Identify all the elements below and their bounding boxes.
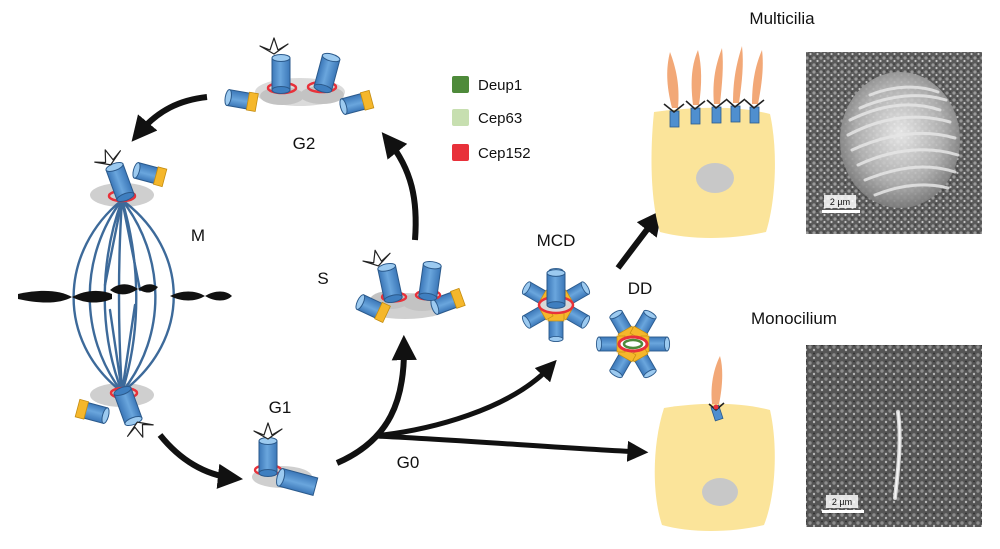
dd-flower <box>595 307 671 381</box>
legend-label-cep63: Cep63 <box>478 110 522 127</box>
monocilium-micrograph: 2 µm <box>806 345 982 527</box>
s-phase-centrosomes <box>353 246 466 323</box>
legend: Deup1 Cep63 Cep152 <box>452 76 531 162</box>
label-mcd: MCD <box>537 231 576 250</box>
monociliated-cell <box>654 356 775 531</box>
multicilia-scale-label: 2 µm <box>830 197 850 207</box>
label-g1: G1 <box>269 398 292 417</box>
label-s: S <box>317 269 328 288</box>
arrow-m-to-g1 <box>157 433 244 489</box>
legend-swatch-deup1 <box>452 76 469 93</box>
legend-swatch-cep63 <box>452 109 469 126</box>
label-multicilia: Multicilia <box>749 9 815 28</box>
label-dd: DD <box>628 279 653 298</box>
label-g2: G2 <box>293 134 316 153</box>
g2-centrosomes <box>223 37 375 117</box>
arrow-g1-to-s <box>335 334 417 466</box>
multiciliated-cell <box>651 46 775 239</box>
legend-swatch-cep152 <box>452 144 469 161</box>
multicilia-micrograph: 2 µm <box>806 52 982 234</box>
legend-label-deup1: Deup1 <box>478 77 522 94</box>
label-m: M <box>191 226 205 245</box>
arrow-s-to-g2 <box>381 132 419 241</box>
arrow-g2-to-m <box>131 94 208 142</box>
mcd-flower <box>519 267 593 343</box>
label-g0: G0 <box>397 453 420 472</box>
arrow-g0-to-mcd <box>374 359 557 439</box>
legend-label-cep152: Cep152 <box>478 145 531 162</box>
arrow-mcd-to-multicilia <box>615 210 663 270</box>
monocilium-scale-label: 2 µm <box>832 497 852 507</box>
arrow-g0-to-monocilium <box>374 433 649 462</box>
label-monocilium: Monocilium <box>751 309 837 328</box>
g1-centrosome <box>252 422 319 496</box>
mitotic-spindle <box>18 144 232 443</box>
